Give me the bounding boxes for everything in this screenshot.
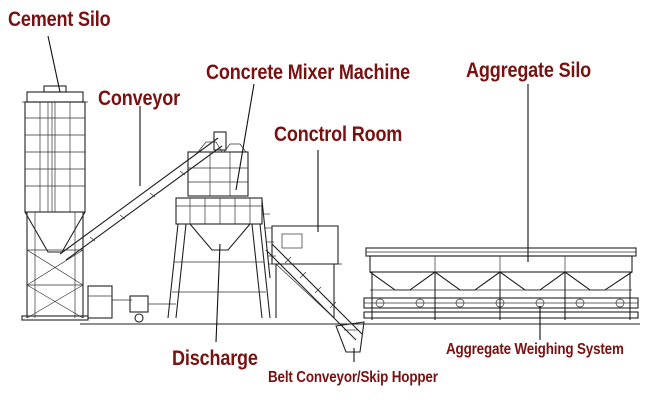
cement-silo (21, 85, 89, 321)
label-aggregate-silo: Aggregate Silo (466, 59, 592, 82)
label-discharge: Discharge (172, 347, 258, 370)
leader-cement-silo (47, 35, 61, 93)
control-room (268, 225, 342, 319)
label-belt-conveyor: Belt Conveyor/Skip Hopper (268, 369, 438, 386)
label-conveyor: Conveyor (98, 87, 180, 110)
leader-discharge (215, 243, 221, 343)
water-tank (87, 285, 176, 323)
leader-mixer (235, 83, 255, 191)
label-cement-silo: Cement Silo (8, 8, 111, 31)
label-concrete-mixer: Concrete Mixer Machine (206, 61, 410, 84)
skip-hopper-incline (265, 243, 365, 353)
screw-conveyor (59, 131, 227, 261)
label-aggregate-weighing: Aggregate Weighing System (446, 341, 624, 358)
mixer-tower (167, 141, 276, 319)
aggregate-silo (365, 247, 637, 320)
label-control-room: Conctrol Room (274, 123, 403, 146)
weighing-belt (363, 297, 639, 319)
